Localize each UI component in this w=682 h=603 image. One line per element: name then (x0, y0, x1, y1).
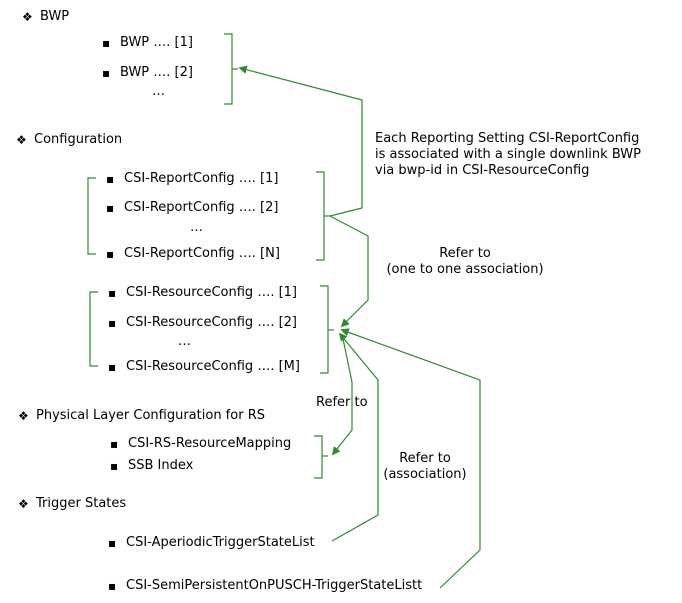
arrow-semipersistent-to-resource (340, 328, 481, 589)
report-config-ellipsis: … (190, 220, 203, 235)
section-title-bwp: BWP (40, 9, 70, 24)
annotation-line: (association) (383, 467, 467, 482)
section-marker-icon: ❖ (18, 409, 29, 423)
bullet-icon: ▪ (108, 360, 117, 374)
resource-config-item-2: CSI-ResourceConfig …. [2] (126, 315, 297, 330)
annotation-line: (one to one association) (386, 262, 544, 277)
bullet-icon: ▪ (108, 536, 117, 550)
report-left-bracket (87, 177, 96, 255)
bullet-icon: ▪ (110, 459, 119, 473)
arrow-report-to-resource (329, 215, 369, 328)
bwp-item-2: BWP …. [2] (120, 65, 193, 80)
annotation-line: via bwp-id in CSI-ResourceConfig (375, 163, 590, 178)
report-right-brace (316, 171, 325, 261)
resource-config-ellipsis: … (178, 334, 191, 349)
bullet-icon: ▪ (102, 36, 111, 50)
bullet-icon: ▪ (108, 286, 117, 300)
arrow-resource-to-phy (331, 333, 353, 456)
phy-item-csi-rs: CSI-RS-ResourceMapping (128, 436, 292, 451)
report-config-item-2: CSI-ReportConfig …. [2] (124, 200, 279, 215)
phy-right-brace (314, 435, 323, 479)
bullet-icon: ▪ (108, 316, 117, 330)
section-marker-icon: ❖ (18, 497, 29, 511)
report-config-item-1: CSI-ReportConfig …. [1] (124, 171, 279, 186)
section-marker-icon: ❖ (16, 133, 27, 147)
resource-config-item-1: CSI-ResourceConfig …. [1] (126, 285, 297, 300)
resource-config-item-m: CSI-ResourceConfig …. [M] (126, 359, 300, 374)
report-config-item-n: CSI-ReportConfig …. [N] (124, 246, 280, 261)
bullet-icon: ▪ (110, 437, 119, 451)
bullet-icon: ▪ (102, 66, 111, 80)
phy-item-ssb: SSB Index (128, 458, 194, 473)
arrow-report-to-bwp (238, 65, 363, 217)
resource-left-bracket (89, 291, 98, 367)
annotation-refer-one-to-one: Refer to (one to one association) (380, 246, 550, 278)
arrow-aperiodic-to-resource (331, 332, 379, 542)
section-marker-icon: ❖ (22, 10, 33, 24)
annotation-line: Refer to (399, 451, 451, 466)
annotation-line: Refer to (439, 246, 491, 261)
bullet-icon: ▪ (108, 579, 117, 593)
annotation-refer-to: Refer to (316, 395, 368, 410)
annotation-line: Each Reporting Setting CSI-ReportConfig (375, 131, 640, 146)
bullet-icon: ▪ (106, 247, 115, 261)
annotation-refer-association: Refer to (association) (380, 451, 470, 483)
section-title-trigger: Trigger States (36, 496, 127, 511)
bwp-item-1: BWP …. [1] (120, 35, 193, 50)
section-title-configuration: Configuration (34, 132, 123, 147)
trigger-item-semipersistent: CSI-SemiPersistentOnPUSCH-TriggerStateLi… (126, 578, 423, 593)
bwp-brace (224, 33, 233, 105)
section-title-phy: Physical Layer Configuration for RS (36, 408, 265, 423)
annotation-line: is associated with a single downlink BWP (375, 147, 641, 162)
bullet-icon: ▪ (106, 201, 115, 215)
trigger-item-aperiodic: CSI-AperiodicTriggerStateList (126, 535, 315, 550)
bullet-icon: ▪ (106, 172, 115, 186)
resource-right-brace (320, 285, 329, 374)
annotation-bwp-association: Each Reporting Setting CSI-ReportConfig … (375, 131, 641, 179)
bwp-ellipsis: … (152, 84, 165, 99)
